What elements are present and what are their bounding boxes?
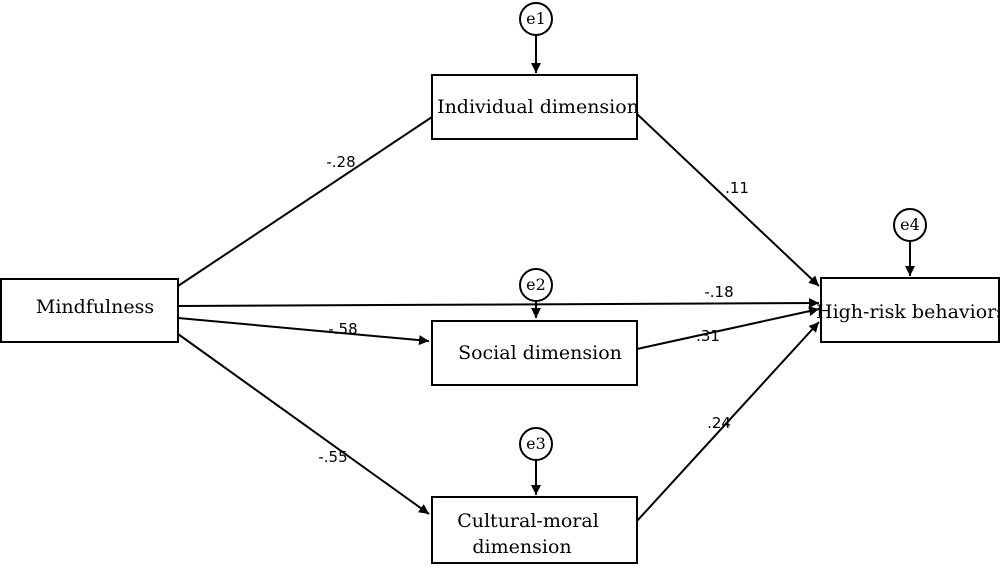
mindfulness-label: Mindfulness <box>36 296 154 318</box>
coef-mindfulness-highrisk: -.18 <box>704 283 733 301</box>
e4-label: e4 <box>900 215 920 234</box>
path-cultural-to-highrisk <box>636 321 820 522</box>
coef-mindfulness-individual: -.28 <box>326 153 355 171</box>
individual-dimension-label: Individual dimension <box>437 96 639 118</box>
e3-label: e3 <box>526 434 546 453</box>
e2-label: e2 <box>526 275 546 294</box>
error-circle-e2 <box>519 268 553 302</box>
path-mindfulness-to-individual <box>177 116 433 287</box>
path-individual-to-highrisk <box>636 113 820 287</box>
error-circle-e4 <box>893 208 927 242</box>
path-mindfulness-to-social <box>177 317 430 346</box>
coef-mindfulness-cultural: -.55 <box>318 448 347 466</box>
cultural-moral-dimension-box <box>431 496 638 564</box>
mindfulness-box <box>0 278 179 343</box>
coef-cultural-highrisk: .24 <box>707 414 731 432</box>
social-dimension-box <box>431 320 638 386</box>
high-risk-behaviors-box <box>820 277 1000 343</box>
individual-dimension-box <box>431 74 638 140</box>
social-dimension-label: Social dimension <box>458 342 622 364</box>
path-mindfulness-to-cultural <box>177 333 430 515</box>
path-mindfulness-to-highrisk <box>177 298 820 309</box>
e1-label: e1 <box>526 9 546 28</box>
error-circle-e1 <box>519 2 553 36</box>
path-social-to-highrisk <box>636 306 820 350</box>
error-circle-e3 <box>519 427 553 461</box>
cultural-moral-label-line2: dimension <box>472 536 571 558</box>
coef-mindfulness-social: -.58 <box>328 320 357 338</box>
coef-individual-highrisk: .11 <box>725 179 749 197</box>
cultural-moral-label-line1: Cultural-moral <box>457 510 599 532</box>
coef-social-highrisk: .31 <box>696 327 720 345</box>
high-risk-behaviors-label: High-risk behaviors <box>816 301 1000 323</box>
